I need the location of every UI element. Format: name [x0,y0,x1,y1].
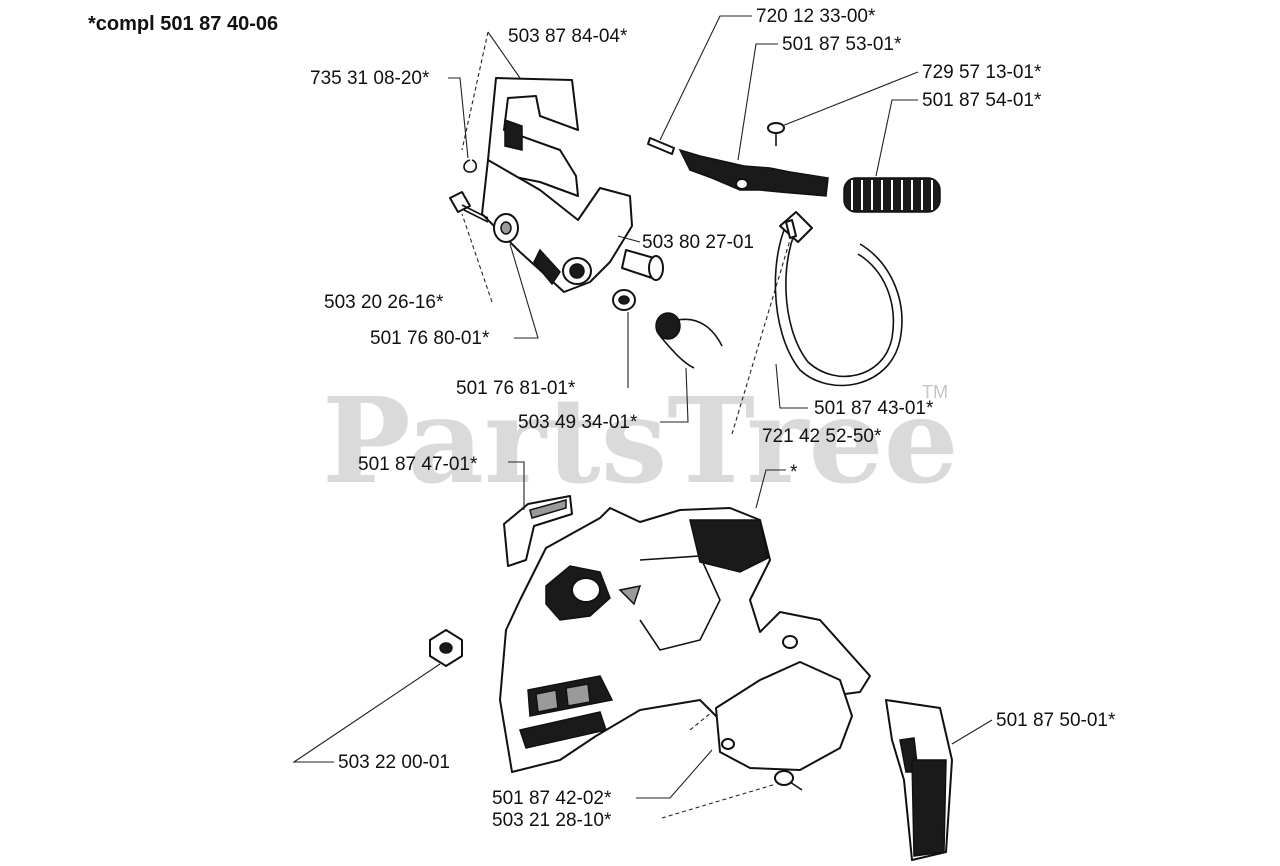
nut [429,629,463,667]
bushing [493,213,519,243]
part-label[interactable]: 501 87 50-01* [996,710,1116,731]
bolt [449,191,489,223]
cover-screw [774,770,803,791]
part-label[interactable]: 503 21 28-10* [492,810,612,831]
part-label[interactable]: 721 42 52-50* [762,426,882,447]
part-label[interactable]: 501 87 43-01* [814,398,934,419]
coil-spring [843,177,941,213]
band-pin [785,219,797,239]
brake-handle [481,77,633,293]
part-label[interactable]: 501 76 80-01* [370,328,490,349]
part-label[interactable]: 735 31 08-20* [310,68,430,89]
part-label[interactable]: 503 20 26-16* [324,292,444,313]
part-label[interactable]: 501 87 54-01* [922,90,1042,111]
part-label[interactable]: 503 49 34-01* [518,412,638,433]
part-label[interactable]: 501 87 42-02* [492,788,612,809]
part-label[interactable]: * [790,462,798,483]
cover-plate [715,635,853,771]
lever-screw [767,122,785,146]
spring-pin [647,137,675,155]
part-label[interactable]: 501 87 53-01* [782,34,902,55]
part-label[interactable]: 501 76 81-01* [456,378,576,399]
part-label[interactable]: 503 80 27-01 [642,232,754,253]
pin [621,249,664,281]
watermark-tm: TM [922,382,948,402]
circlip [463,159,478,173]
part-label[interactable]: 503 87 84-04* [508,26,628,47]
part-label[interactable]: 729 57 13-01* [922,62,1042,83]
part-label[interactable]: 503 22 00-01 [338,752,450,773]
small-bushing [612,289,636,311]
torsion-spring [655,312,723,369]
kit-note: *compl 501 87 40-06 [88,13,278,35]
side-plate [885,699,953,861]
brake-band [774,211,903,387]
leader-lines [292,15,993,819]
guide-plate [503,495,573,567]
brake-lever [678,148,829,197]
part-label[interactable]: 720 12 33-00* [756,6,876,27]
part-label[interactable]: 501 87 47-01* [358,454,478,475]
watermark: PartsTree [322,371,959,510]
